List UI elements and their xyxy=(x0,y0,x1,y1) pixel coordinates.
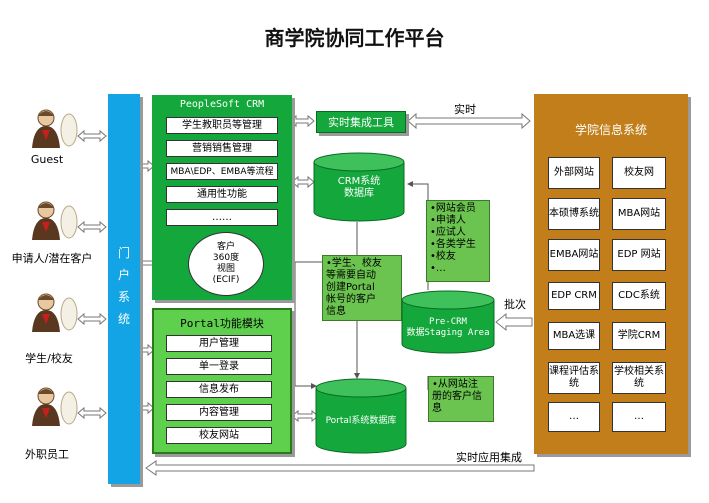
user-student-icon xyxy=(24,290,78,334)
crm-item: 通用性功能 xyxy=(166,186,278,203)
ecif-circle: 客户 360度 视图 (ECIF) xyxy=(188,232,264,296)
note-line: •校友 xyxy=(430,251,456,262)
crm-db-label: CRM系统 数据库 xyxy=(312,176,406,200)
school-system-box: MBA选课 xyxy=(548,322,600,350)
staging-label: Pre-CRM 数据Staging Area xyxy=(400,317,496,339)
note-line: •学生、校友 xyxy=(326,258,382,269)
user-staff-icon xyxy=(24,384,78,428)
web-register-note: •从网站注 册的客户信 息 xyxy=(428,376,494,422)
note-line: •从网站注 xyxy=(432,379,478,390)
user-label-student: 学生/校友 xyxy=(25,352,73,365)
school-system-box: 本硕博系统 xyxy=(548,198,600,230)
staging-database-icon xyxy=(400,290,496,354)
portal-char: 系 xyxy=(117,290,130,304)
ecif-line: 视图 xyxy=(216,264,235,274)
crm-item: …… xyxy=(166,209,278,226)
user-label-staff: 外职员工 xyxy=(25,448,69,461)
school-system-box: 外部网站 xyxy=(548,157,600,189)
note-line: •网站会员 xyxy=(430,203,476,214)
portal-module-item: 校友网站 xyxy=(166,427,272,444)
school-system-box: CDC系统 xyxy=(612,282,666,310)
school-system-box: 校友网 xyxy=(612,157,666,189)
realtime-label: 实时 xyxy=(454,103,476,116)
school-title: 学院信息系统 xyxy=(574,123,647,137)
school-system-box: … xyxy=(548,402,600,432)
note-line: 息 xyxy=(432,403,442,414)
note-line: 等需要自动 xyxy=(326,270,376,281)
realtime-app-label: 实时应用集成 xyxy=(456,451,522,464)
note-line: 册的客户信 xyxy=(432,391,482,402)
crm-item: 营销销售管理 xyxy=(166,140,278,157)
members-note: •网站会员 •申请人 •应试人 •各类学生 •校友 •… xyxy=(426,200,490,282)
user-label-guest: Guest xyxy=(30,153,64,166)
user-arrow xyxy=(77,129,107,420)
school-system-box: MBA网站 xyxy=(612,198,666,230)
crm-title: PeopleSoft CRM xyxy=(179,99,265,110)
crm-db-line: CRM系统 xyxy=(337,176,381,187)
portal-module-item: 单一登录 xyxy=(166,358,272,375)
school-systems-panel: 学院信息系统 xyxy=(534,94,688,454)
portal-module-title: Portal功能模块 xyxy=(180,317,264,330)
portal-char: 户 xyxy=(117,268,130,282)
note-line: 信息 xyxy=(326,306,346,317)
portal-db-label: Portal系统数据库 xyxy=(325,416,397,426)
crm-db-line: 数据库 xyxy=(344,188,374,199)
user-applicant-icon xyxy=(24,198,78,242)
note-line: •应试人 xyxy=(430,227,466,238)
crm-item: MBA\EDP、EMBA等流程 xyxy=(166,163,278,180)
auto-account-note: •学生、校友 等需要自动 创建Portal 帐号的客户 信息 xyxy=(322,255,402,321)
ecif-line: 客户 xyxy=(216,242,235,252)
user-guest-icon xyxy=(24,106,78,150)
school-system-box: … xyxy=(612,402,666,432)
note-line: 创建Portal xyxy=(326,282,375,293)
realtime-tool-box: 实时集成工具 xyxy=(316,111,406,133)
page-title: 商学院协同工作平台 xyxy=(264,26,445,50)
ecif-line: 360度 xyxy=(212,253,240,263)
note-line: •申请人 xyxy=(430,215,466,226)
batch-label: 批次 xyxy=(504,298,526,311)
staging-line: Pre-CRM xyxy=(429,317,467,327)
school-system-box: 学院CRM xyxy=(612,322,666,350)
note-line: 帐号的客户 xyxy=(326,294,376,305)
staging-line: 数据Staging Area xyxy=(406,328,490,338)
portal-module-item: 内容管理 xyxy=(166,404,272,421)
note-line: •各类学生 xyxy=(430,239,476,250)
crm-database-icon xyxy=(312,152,406,222)
crm-item: 学生教职员等管理 xyxy=(166,117,278,134)
portal-char: 统 xyxy=(117,312,130,326)
portal-system-bar: 门 户 系 统 xyxy=(108,94,140,484)
ecif-line: (ECIF) xyxy=(212,275,240,285)
portal-module-item: 用户管理 xyxy=(166,335,272,352)
school-system-box: 课程评估系统 xyxy=(548,362,600,394)
portal-char: 门 xyxy=(117,246,130,260)
school-system-box: EDP CRM xyxy=(548,282,600,310)
school-system-box: EMBA网站 xyxy=(548,239,600,271)
portal-database-icon xyxy=(314,378,408,454)
portal-module-item: 信息发布 xyxy=(166,381,272,398)
school-system-box: 学校相关系统 xyxy=(612,362,666,394)
note-line: •… xyxy=(430,263,446,274)
user-label-applicant: 申请人/潜在客户 xyxy=(11,252,93,265)
school-system-box: EDP 网站 xyxy=(612,239,666,271)
